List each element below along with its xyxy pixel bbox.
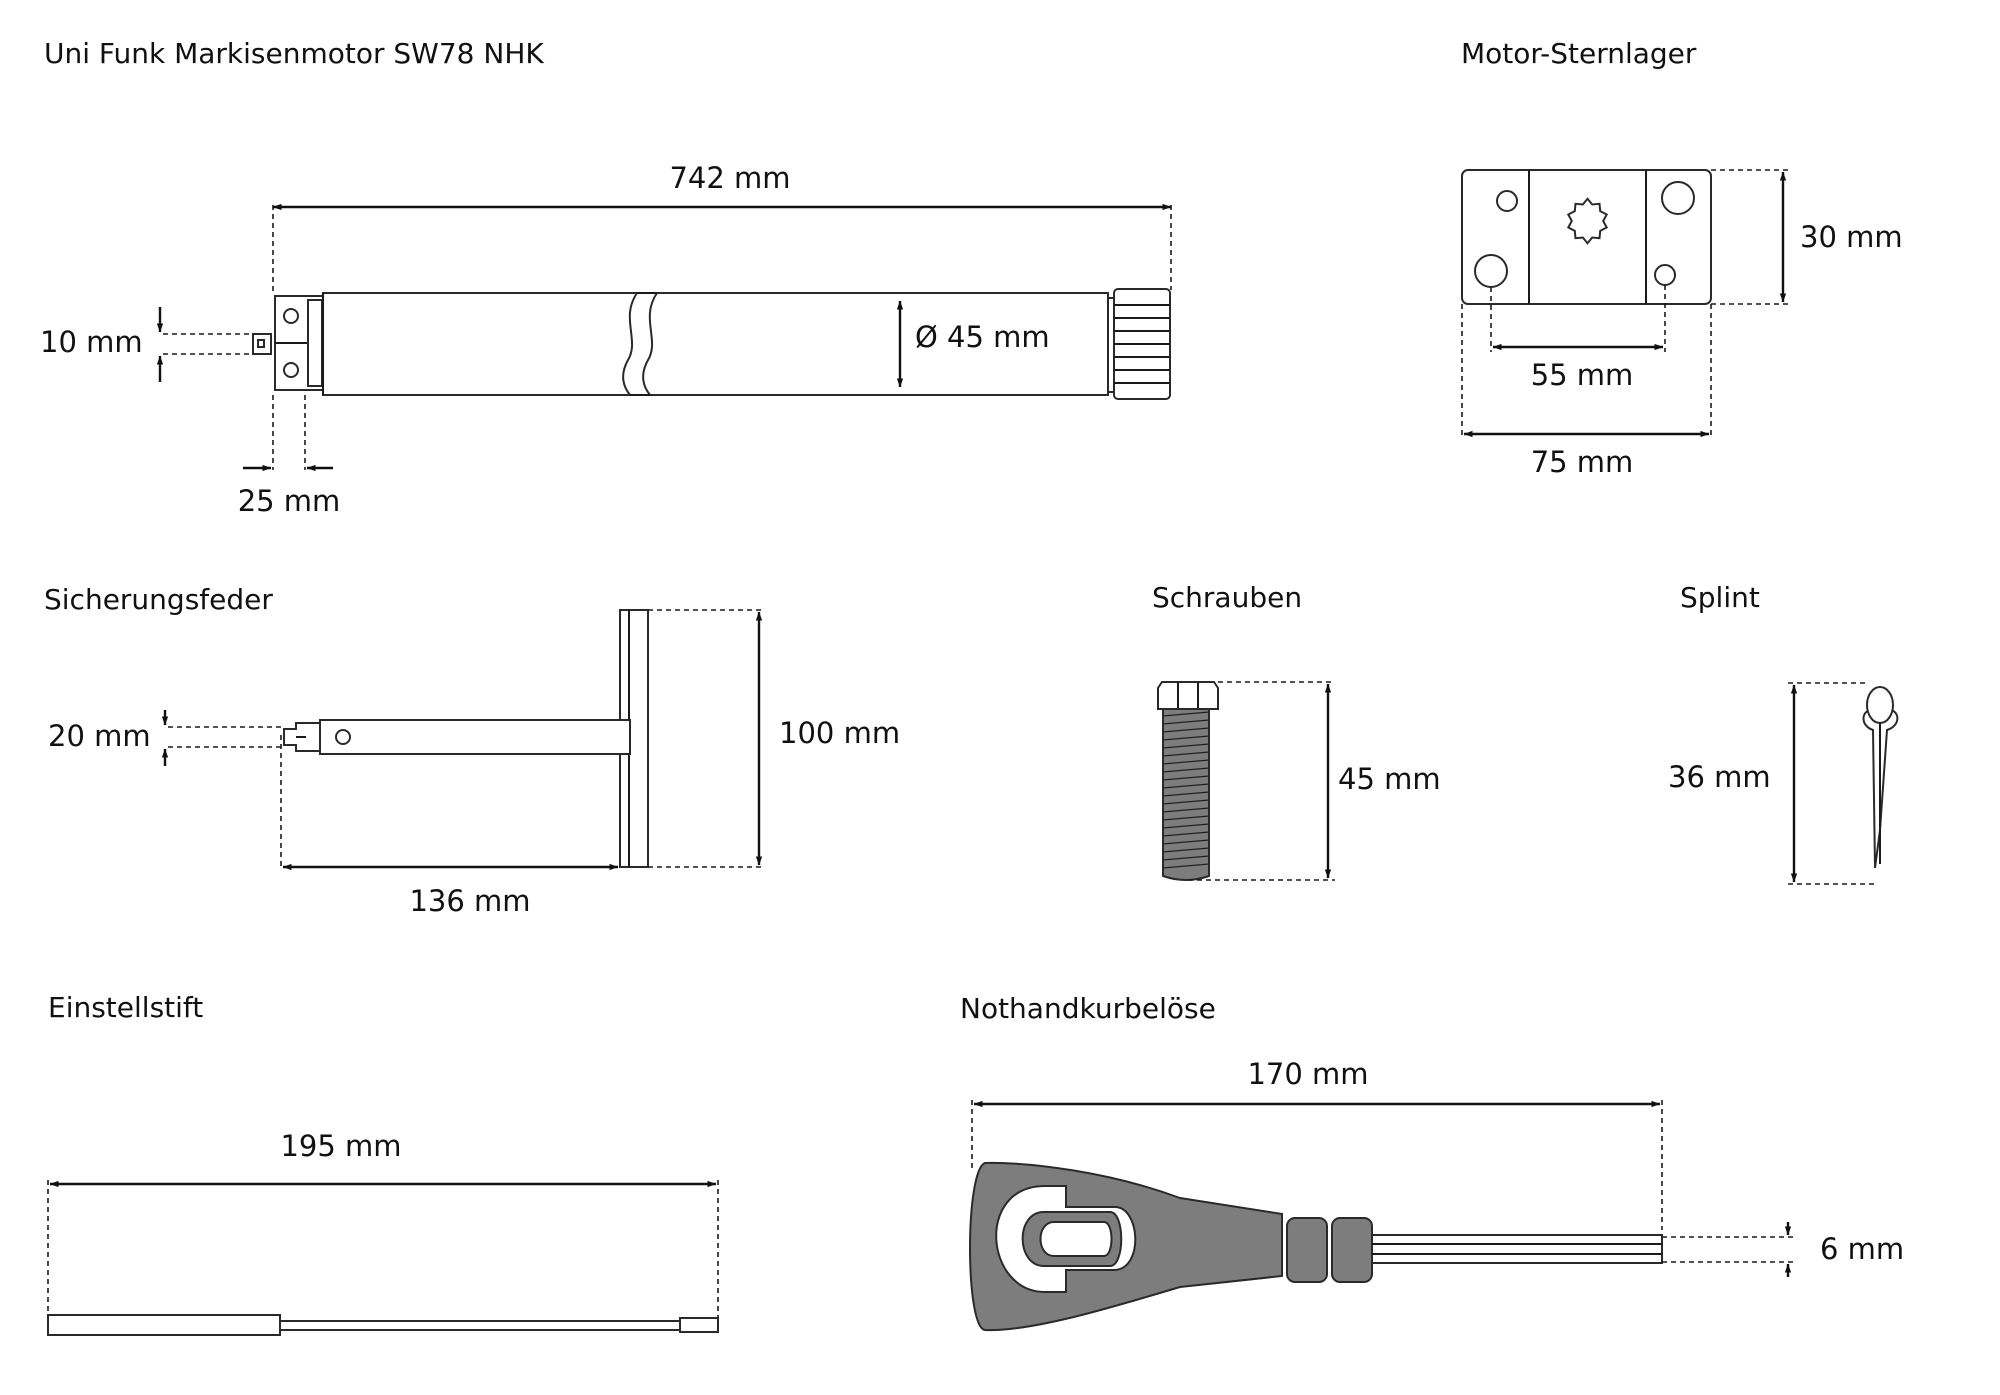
bearing-width-label: 75 mm: [1531, 445, 1634, 479]
motor-head-label: 25 mm: [238, 484, 341, 518]
crank-group: Nothandkurbelöse 170 mm 6 mm: [960, 992, 1904, 1332]
spring-width-label: 20 mm: [48, 719, 151, 753]
spring-title: Sicherungsfeder: [44, 583, 273, 616]
pin-length-label: 195 mm: [280, 1129, 401, 1163]
bearing-title: Motor-Sternlager: [1461, 37, 1697, 70]
screws-title: Schrauben: [1152, 581, 1302, 614]
motor-length-label: 742 mm: [669, 161, 790, 195]
motor-tube-right: [642, 292, 1109, 396]
pin-tip: [679, 1317, 719, 1333]
motor-pin-label: 10 mm: [40, 325, 143, 359]
motor-group: Uni Funk Markisenmotor SW78 NHK 742 mm: [40, 37, 1172, 518]
bearing-height-label: 30 mm: [1800, 220, 1903, 254]
spring-height-label: 100 mm: [779, 716, 900, 750]
splint-title: Splint: [1680, 581, 1760, 614]
pin-group: Einstellstift 195 mm: [47, 991, 719, 1336]
pin-rod: [279, 1320, 681, 1331]
crank-title: Nothandkurbelöse: [960, 992, 1216, 1025]
crank-shaft: [1371, 1234, 1663, 1264]
screw-head: [1157, 681, 1219, 710]
crank-collar-2: [1331, 1217, 1373, 1283]
screws-group: Schrauben: [1152, 581, 1441, 881]
motor-tube-left: [322, 292, 639, 396]
splint-length-label: 36 mm: [1668, 760, 1771, 794]
spring-arm: [319, 719, 631, 755]
bearing-holes-label: 55 mm: [1531, 358, 1634, 392]
pin-title: Einstellstift: [48, 991, 203, 1024]
bearing-group: Motor-Sternlager 30 mm 55 mm 75 mm: [1461, 37, 1903, 479]
pin-handle: [47, 1314, 281, 1336]
screw-length-label: 45 mm: [1338, 762, 1441, 796]
crank-collar-1: [1286, 1217, 1328, 1283]
crank-length-label: 170 mm: [1247, 1057, 1368, 1091]
spring-group: Sicherungsfeder 100 mm 20 mm 136 mm: [44, 583, 900, 918]
spring-length-label: 136 mm: [409, 884, 530, 918]
splint-group: Splint 36 mm: [1668, 581, 1899, 885]
motor-diameter-label: Ø 45 mm: [915, 320, 1050, 354]
motor-title: Uni Funk Markisenmotor SW78 NHK: [44, 37, 544, 70]
bearing-star-hole: [1566, 197, 1609, 245]
crank-thickness-label: 6 mm: [1820, 1232, 1904, 1266]
